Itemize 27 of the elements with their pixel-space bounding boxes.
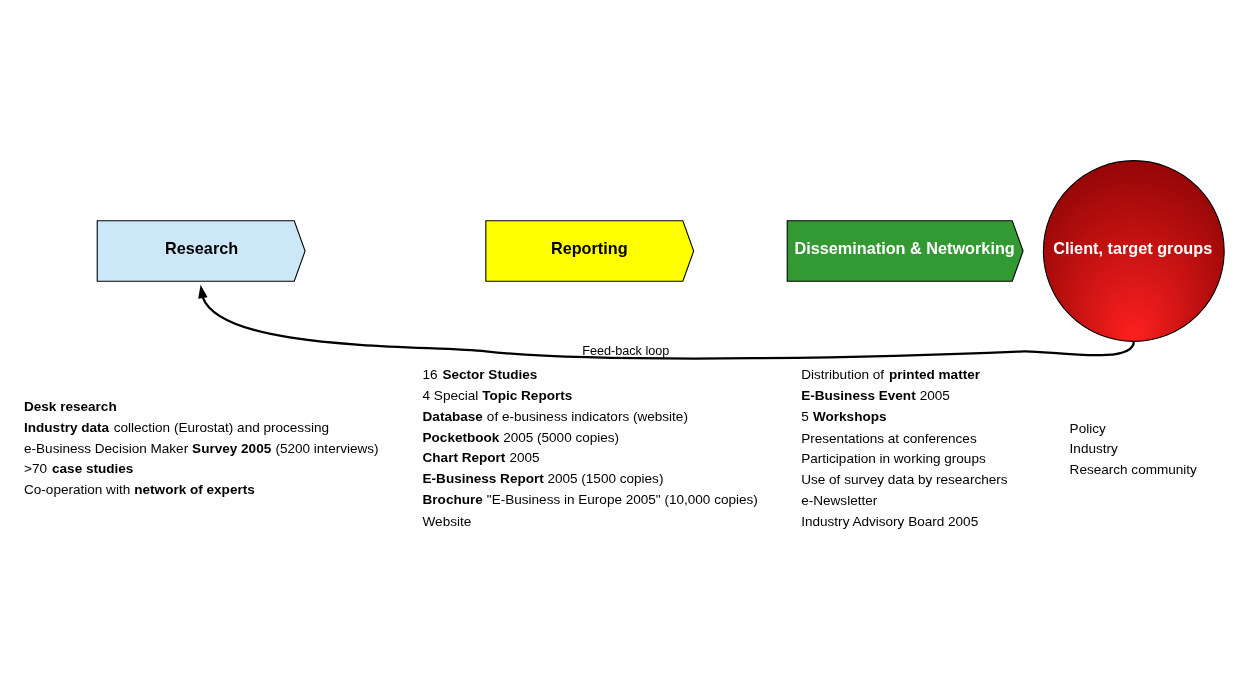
- node-label: E-Business Report 2005 (1500 copies): [422, 470, 664, 486]
- arrow: [198, 284, 1135, 360]
- node-label: Website: [422, 513, 472, 529]
- node-label: e-Business Decision Maker Survey 2005 (5200 interviews): [24, 440, 379, 456]
- node-label: 16 Sector Studies: [422, 366, 538, 382]
- node-label: >70 case studies: [24, 460, 134, 476]
- node-label: Chart Report 2005: [422, 449, 540, 465]
- node-label: Policy: [1069, 420, 1106, 436]
- node-label: E-Business Event 2005: [801, 387, 950, 403]
- edge-label: Feed-back loop: [582, 343, 670, 358]
- node-label: Brochure "E-Business in Europe 2005" (10,000 copies): [422, 491, 758, 507]
- node-circle: Client, target groups: [1042, 159, 1225, 342]
- node-label: Co-operation with network of experts: [24, 481, 255, 497]
- node-label: Research community: [1069, 461, 1197, 477]
- node-label: Participation in working groups: [801, 450, 986, 466]
- node-label: Presentations at conferences: [801, 430, 977, 446]
- node-label: Pocketbook 2005 (5000 copies): [422, 429, 620, 445]
- node-label: 4 Special Topic Reports: [422, 387, 573, 403]
- node-label: Distribution of printed matter: [801, 366, 980, 382]
- node-label: e-Newsletter: [801, 492, 878, 508]
- node-label: Use of survey data by researchers: [801, 471, 1008, 487]
- node-label: Industry Advisory Board 2005: [801, 513, 979, 529]
- node-label: Desk research: [24, 398, 117, 414]
- node-label: 5 Workshops: [801, 408, 887, 424]
- node-label: Database of e-business indicators (website): [422, 408, 688, 424]
- node-label: Industry data collection (Eurostat) and processing: [24, 419, 330, 435]
- node-label: Industry: [1069, 440, 1118, 456]
